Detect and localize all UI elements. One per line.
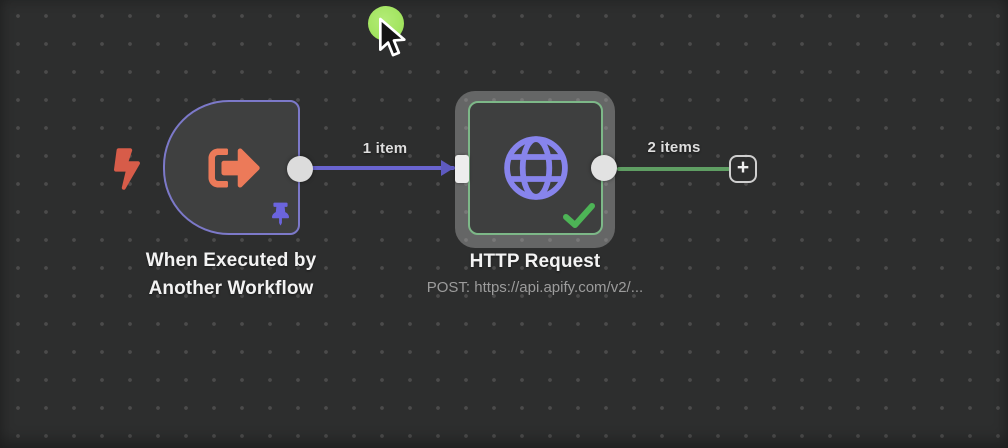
http-input-connector[interactable] [455, 155, 469, 183]
node-when-executed-by-another-workflow[interactable] [163, 100, 300, 235]
http-node-title: HTTP Request [469, 251, 601, 272]
trigger-node-title: When Executed by Another Workflow [145, 250, 317, 299]
http-node-subtitle: POST: https://api.apify.com/v2/... [426, 279, 644, 296]
mouse-cursor-icon [379, 17, 406, 57]
node-http-request[interactable] [468, 101, 603, 235]
connection-http-to-add[interactable] [617, 167, 730, 171]
connection-arrowhead-icon [441, 160, 454, 176]
http-output-connector[interactable] [591, 155, 617, 181]
connection-trigger-to-http[interactable] [305, 166, 455, 170]
lightning-bolt-icon [114, 148, 140, 190]
connection-item-count-label: 1 item [362, 140, 408, 157]
globe-icon [503, 136, 568, 200]
sign-out-arrow-icon [207, 147, 260, 188]
success-check-icon [563, 203, 595, 228]
trigger-output-connector[interactable] [287, 156, 313, 182]
pin-icon [272, 202, 289, 226]
add-node-button[interactable]: + [729, 155, 757, 183]
connection-item-count-label: 2 items [647, 139, 701, 156]
